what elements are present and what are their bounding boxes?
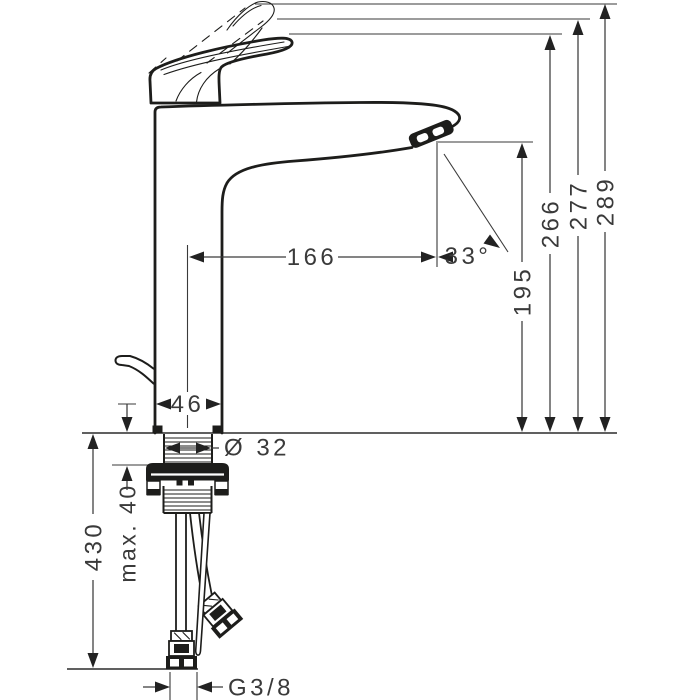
dimension-height-277: 277 — [566, 20, 593, 432]
lever-contour-2 — [163, 45, 289, 76]
label-height-277: 277 — [566, 180, 593, 231]
phantom-inner-line — [232, 4, 262, 27]
label-angle: 33° — [445, 243, 492, 270]
dimension-height-266: 266 — [538, 35, 565, 432]
mounting-nut — [146, 480, 229, 514]
dimension-shank-dia-32: Ø 32 — [165, 435, 290, 462]
hose-left — [166, 513, 197, 670]
dimension-reach-166: 166 — [186, 244, 436, 428]
spout-underside-outline — [220, 146, 414, 435]
phantom-descender — [229, 27, 263, 65]
drain-rod — [194, 512, 211, 656]
label-hose-length: 430 — [81, 521, 108, 572]
mounting-flange — [146, 463, 229, 481]
faucet-body — [152, 101, 461, 435]
label-reach: 166 — [287, 244, 338, 271]
dimension-angle-33: 33° — [436, 143, 509, 270]
label-outlet-height: 195 — [510, 266, 537, 317]
label-height-289: 289 — [593, 176, 620, 227]
phantom-dashed-2 — [206, 20, 264, 64]
dimension-hose-length-430: 430 — [81, 434, 108, 668]
dimension-thread-g38: G3/8 — [143, 672, 294, 700]
dimension-max-deck-40: max. 40 — [115, 404, 141, 583]
aerator — [408, 119, 454, 148]
handle-phantom-raised — [148, 0, 275, 74]
dimension-height-289: 289 — [593, 4, 620, 432]
popup-rod — [114, 355, 155, 385]
base-gasket-left — [152, 425, 163, 433]
dimension-body-width-46: 46 — [156, 391, 221, 418]
phantom-dashed-1 — [176, 7, 246, 62]
dimension-outlet-height-195: 195 — [510, 143, 537, 432]
handle-lever — [148, 36, 294, 105]
phantom-outline — [226, 0, 275, 54]
label-body-width: 46 — [171, 391, 205, 418]
lever-outline — [148, 36, 294, 105]
body-top-outline — [153, 101, 461, 435]
phantom-dashed-3 — [148, 57, 167, 74]
lever-base-contour-2 — [175, 71, 202, 102]
label-shank-diameter: Ø 32 — [224, 435, 290, 462]
lever-contour-1 — [160, 41, 285, 71]
lever-base-contour-1 — [195, 68, 220, 103]
base-gasket-right — [212, 425, 223, 433]
label-thread-size: G3/8 — [228, 675, 294, 700]
label-max-deck-thickness: max. 40 — [115, 483, 141, 582]
extension-lines — [112, 3, 617, 466]
label-height-266: 266 — [538, 198, 565, 249]
